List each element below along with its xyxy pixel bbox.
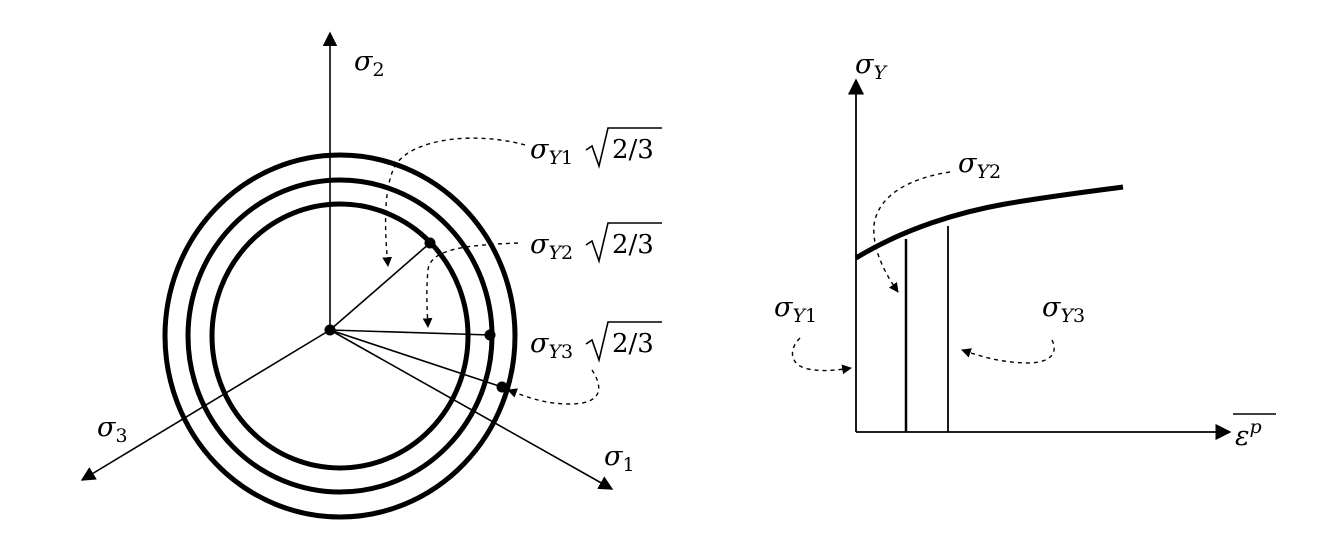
yield-circle-inner <box>209 201 471 471</box>
hardening-curve-diagram: σY εp σY2 σY1 σY3 <box>774 49 1276 452</box>
label-sigma-y3: σY3 <box>1042 292 1085 327</box>
label-sigma1: σ1 <box>604 441 635 476</box>
label-sigma-y1: σY1 <box>774 292 817 327</box>
label-sigma-y1-sqrt: σY1 2/3 <box>530 127 662 169</box>
leader-arrow-y2 <box>873 171 951 293</box>
svg-text:σY3: σY3 <box>530 328 573 363</box>
svg-text:σY1: σY1 <box>530 134 573 169</box>
yield-circle-outer <box>162 152 518 520</box>
leader-arrow-y1 <box>791 337 852 375</box>
yield-surface-diagram: σ2 σ1 σ3 σY1 2/3 σY2 2/3 σY3 <box>80 31 662 520</box>
hardening-curve <box>854 184 1124 261</box>
label-sigma-y2: σY2 <box>958 148 1001 183</box>
yield-point-1 <box>424 237 436 249</box>
svg-text:εp: εp <box>1235 416 1262 452</box>
label-epsilon-p: εp <box>1233 413 1276 452</box>
svg-text:2/3: 2/3 <box>612 230 654 260</box>
label-sigma-y3-sqrt: σY3 2/3 <box>530 321 662 363</box>
origin-point <box>324 324 336 336</box>
sqrt-sign-2 <box>585 222 662 264</box>
leader-arrow-3 <box>507 369 600 405</box>
svg-text:σY2: σY2 <box>530 229 573 264</box>
sqrt-sign-3 <box>585 321 662 363</box>
radius-line-1 <box>329 242 431 331</box>
axis-sigma1 <box>329 329 614 490</box>
radius-line-3 <box>329 329 503 388</box>
label-sigma2: σ2 <box>354 46 385 81</box>
label-sigma-y2-sqrt: σY2 2/3 <box>530 222 662 264</box>
axis-sigma3 <box>80 329 331 481</box>
yield-point-2 <box>484 329 496 341</box>
yield-point-3 <box>496 381 508 393</box>
label-sigma-y-axis: σY <box>855 49 888 84</box>
label-sigma3: σ3 <box>97 412 128 447</box>
leader-arrow-1 <box>382 137 526 267</box>
sqrt-sign-1 <box>585 127 662 169</box>
leader-arrow-2 <box>422 242 519 328</box>
svg-text:2/3: 2/3 <box>612 135 654 165</box>
radius-line-2 <box>329 329 491 336</box>
leader-arrow-y3 <box>961 339 1055 364</box>
svg-text:2/3: 2/3 <box>612 329 654 359</box>
